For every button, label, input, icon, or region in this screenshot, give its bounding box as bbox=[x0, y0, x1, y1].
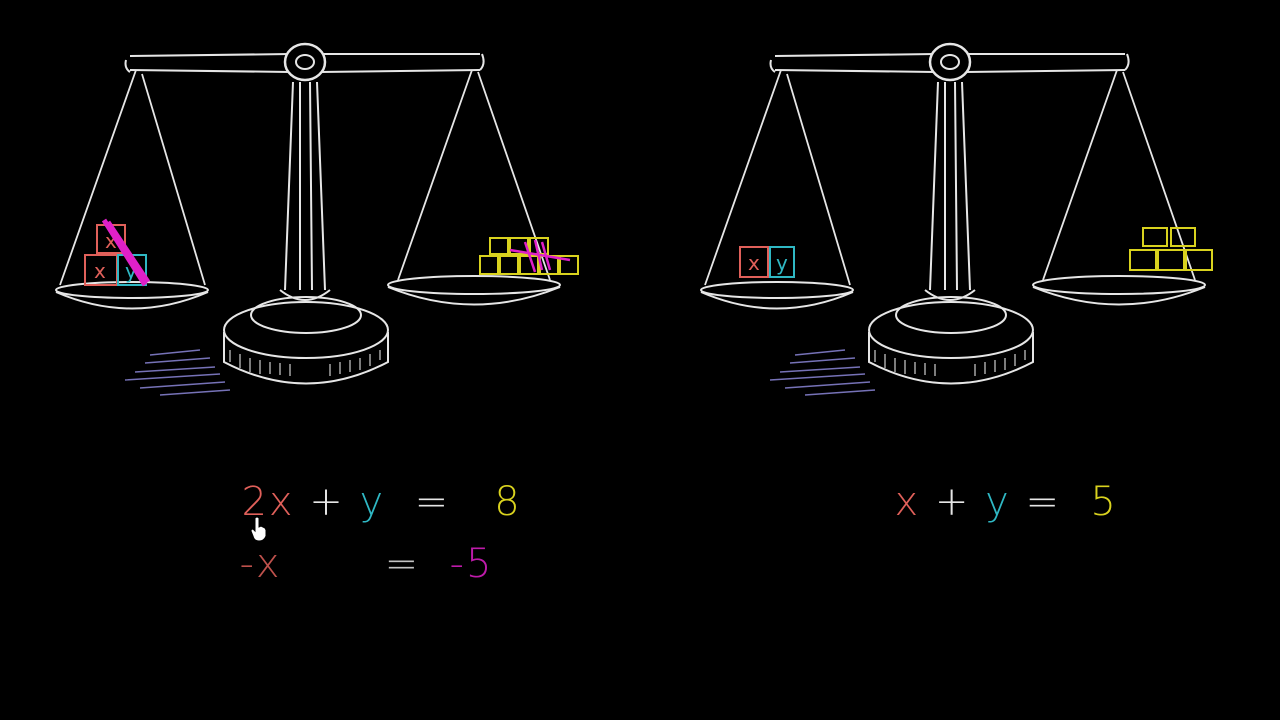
plus-sign: + bbox=[309, 479, 345, 525]
unit-block bbox=[499, 255, 519, 275]
variable-x: x bbox=[894, 479, 921, 525]
variable-y: y bbox=[359, 479, 386, 525]
right-equation: x + y = 5 bbox=[865, 442, 1118, 522]
unit-block bbox=[1185, 249, 1213, 271]
x-block-label: x bbox=[748, 251, 760, 275]
equals-sign: = bbox=[384, 541, 421, 587]
y-block bbox=[769, 246, 795, 278]
coefficient: 2 bbox=[241, 479, 269, 525]
variable-y: y bbox=[985, 479, 1011, 525]
unit-block bbox=[1170, 227, 1196, 247]
right-scale-right-pan-units bbox=[1129, 227, 1213, 271]
left-subtraction-step: -x = -5 bbox=[210, 504, 493, 584]
subtract-x: -x bbox=[239, 541, 282, 587]
rhs-value: 5 bbox=[1090, 479, 1118, 525]
plus-sign: + bbox=[934, 479, 971, 525]
unit-block bbox=[489, 237, 509, 255]
unit-block bbox=[479, 255, 499, 275]
right-scale-left-pan-blocks: x y bbox=[739, 246, 795, 278]
equals-sign: = bbox=[414, 479, 451, 525]
left-scale-left-pan-blocks: x x y bbox=[84, 218, 151, 287]
unit-block bbox=[509, 237, 529, 255]
y-block-label: y bbox=[776, 251, 788, 275]
unit-block bbox=[1157, 249, 1185, 271]
right-balance-scale: x y bbox=[699, 42, 1213, 397]
variable-x: x bbox=[268, 479, 295, 525]
left-balance-scale: x x y bbox=[54, 42, 579, 397]
hand-pointer-icon bbox=[250, 516, 267, 542]
equals-sign: = bbox=[1025, 479, 1061, 525]
x-block bbox=[739, 246, 769, 278]
rhs-value: 8 bbox=[494, 479, 522, 525]
unit-block bbox=[559, 255, 579, 275]
subtract-value: -5 bbox=[449, 541, 494, 587]
unit-block bbox=[1129, 249, 1157, 271]
unit-block bbox=[1142, 227, 1168, 247]
crossout-mark bbox=[509, 239, 571, 273]
x-block-label: x bbox=[94, 259, 106, 283]
crossout-mark bbox=[101, 218, 151, 287]
left-equation: 2x + y = 8 bbox=[212, 442, 522, 522]
